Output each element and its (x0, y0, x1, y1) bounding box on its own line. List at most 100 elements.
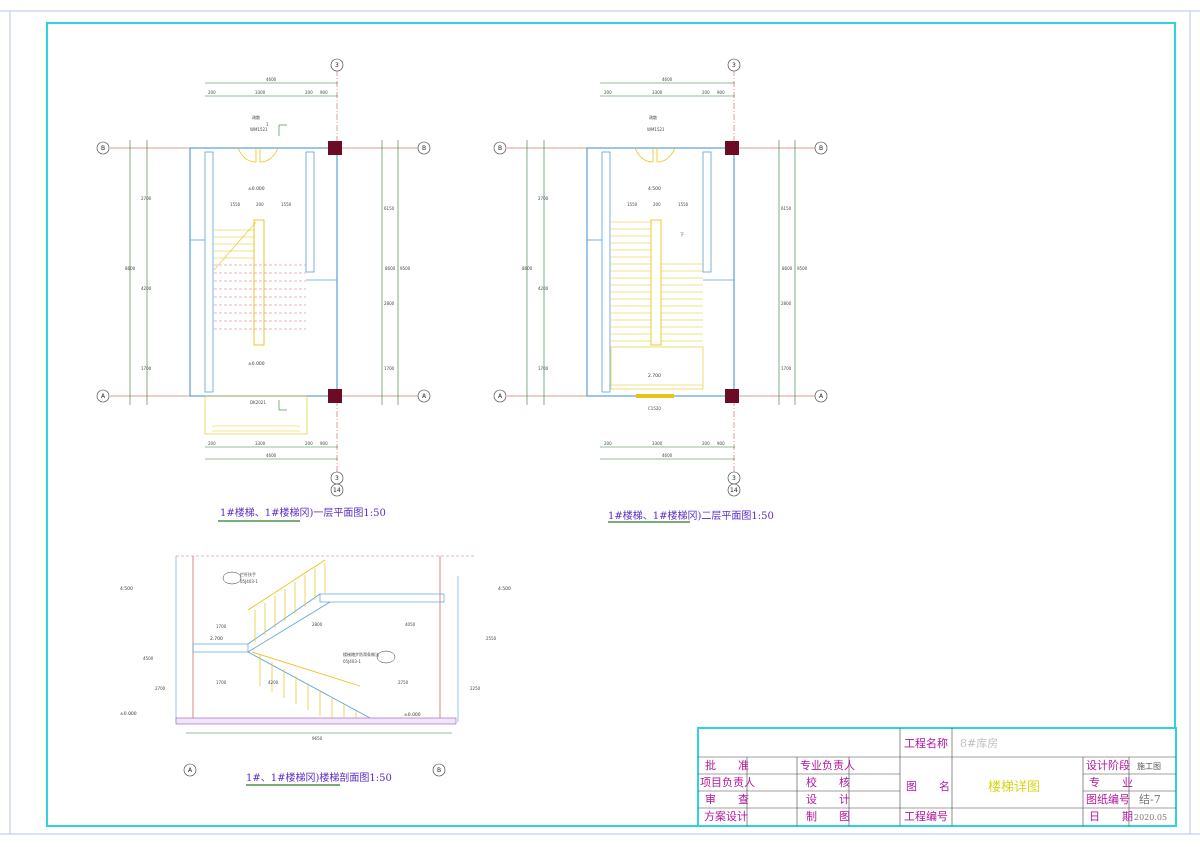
dim-bottom-a: 200 (208, 441, 216, 446)
dim-right-c: 1700 (384, 366, 395, 371)
drawing-no-value: 结-7 (1139, 793, 1161, 806)
review-label: 审 查 (705, 792, 749, 806)
grid-bubble-A-left: A (498, 393, 503, 400)
dim-top-total: 4600 (266, 77, 277, 82)
dim-top-d: 900 (320, 90, 328, 95)
plan-caption: 1#楼梯、1#楼梯冈)一层平面图1:50 (220, 506, 386, 519)
dim-top-d: 900 (717, 90, 725, 95)
plan-caption: 1#楼梯、1#楼梯冈)二层平面图1:50 (608, 509, 774, 522)
dim-right-a: 6150 (384, 206, 395, 211)
level-bottom: ±0.000 (248, 361, 265, 367)
section-note-railing-ref: 05J403-1 (240, 579, 258, 584)
project-leader-label: 项目负责人 (700, 775, 755, 789)
stair-width-b: 200 (256, 202, 264, 207)
section-dim-c: 4050 (405, 622, 416, 627)
dim-right-d: 8600 (782, 266, 793, 271)
dim-left-c: 1700 (141, 366, 152, 371)
dim-left-total: 8600 (125, 266, 136, 271)
dim-bottom-c: 200 (702, 441, 710, 446)
section-dim-f: 2750 (398, 680, 409, 685)
section-dim-h2: 4500 (143, 656, 154, 661)
level-top: 4.500 (648, 186, 661, 192)
door-code: WM1521 (250, 127, 268, 132)
dim-left-a: 2700 (538, 196, 549, 201)
down-arrow-label: 下 (680, 232, 684, 237)
dim-left-b: 4200 (141, 286, 152, 291)
check-label: 校 核 (806, 775, 850, 789)
dim-bottom-a: 200 (604, 441, 612, 446)
dim-bottom-d: 900 (320, 441, 328, 446)
dim-top-c: 200 (305, 90, 313, 95)
door-label: 疏散 (252, 114, 260, 120)
drawing-no-label: 图纸编号 (1086, 792, 1130, 806)
discipline-label: 专 业 (1089, 775, 1133, 789)
dim-left-total: 8600 (522, 266, 533, 271)
dim-left-c: 1700 (538, 366, 549, 371)
section-note-railing: 栏杆扶手 (240, 571, 256, 577)
stair-width-b: 200 (653, 202, 661, 207)
section-level-e: ±0.000 (404, 712, 421, 718)
section-dim-h4: 2250 (470, 686, 481, 691)
section-dim-b: 2800 (312, 622, 323, 627)
stair-section: 4.500 4.500 2.700 ±0.000 ±0.000 1700 280… (120, 555, 511, 786)
stage-label: 设计阶段 (1086, 758, 1130, 772)
section-level-d: ±0.000 (120, 711, 137, 717)
date-label: 日 期 (1089, 810, 1133, 823)
section-dim-h3: 2550 (486, 636, 497, 641)
dim-right-d: 8600 (385, 266, 396, 271)
dim-bottom-b: 3300 (255, 441, 266, 446)
grid-bubble-B-left: B (101, 145, 105, 152)
section-level-b: 4.500 (498, 586, 511, 592)
plan-second-floor: 4600 200 3300 200 900 3 3 14 B B A A 860… (493, 58, 828, 523)
inner-frame (46, 22, 1176, 827)
grid-bubble-14: 14 (333, 487, 341, 494)
dim-top-a: 200 (604, 90, 612, 95)
section-grid-B: B (437, 767, 441, 774)
section-dim-e: 4200 (268, 680, 279, 685)
dim-top-c: 200 (702, 90, 710, 95)
project-no-label: 工程编号 (904, 809, 948, 823)
grid-bubble-A-right: A (422, 393, 427, 400)
dim-right-e: 9500 (400, 266, 411, 271)
section-level-a: 4.500 (120, 586, 133, 592)
grid-bubble-3: 3 (335, 62, 339, 69)
project-name-label: 工程名称 (904, 736, 948, 750)
section-dim-total: 9650 (312, 736, 323, 741)
dim-top-a: 200 (208, 90, 216, 95)
grid-bubble-B-right: B (422, 145, 426, 152)
door-label: 疏散 (649, 114, 657, 120)
grid-bubble-B-right: B (819, 145, 823, 152)
section-mark-top: 1 (266, 122, 269, 127)
section-note-nosing: 楼梯踏步防滑条做法 (343, 651, 379, 657)
section-grid-A: A (188, 767, 193, 774)
dim-right-b: 2800 (384, 301, 395, 306)
section-dim-d: 1700 (216, 680, 227, 685)
grid-bubble-A-left: A (101, 393, 106, 400)
section-level-c: 2.700 (210, 636, 223, 642)
dim-bottom-c: 200 (305, 441, 313, 446)
drawing-name-value: 楼梯详图 (988, 780, 1040, 795)
dim-right-e: 9500 (797, 266, 808, 271)
drawing-name-label: 图 名 (906, 779, 950, 793)
stair-width-a: 1550 (230, 202, 241, 207)
dim-bottom-total: 4600 (266, 453, 277, 458)
dim-right-b: 2800 (781, 301, 792, 306)
stair-width-c: 1550 (678, 202, 689, 207)
draw-label: 制 图 (806, 810, 850, 823)
section-note-nosing-ref: 05J403-1 (343, 659, 361, 664)
approve-label: 批 准 (705, 758, 749, 772)
dim-top-total: 4600 (662, 77, 673, 82)
bottom-door-code: C1520 (648, 406, 661, 411)
dim-bottom-total: 4600 (662, 453, 673, 458)
dim-left-b: 4200 (538, 286, 549, 291)
level-top: ±0.000 (248, 186, 265, 192)
dim-bottom-d: 900 (717, 441, 725, 446)
section-dim-h1: 2700 (155, 686, 166, 691)
project-name-value: 8#库房 (960, 737, 998, 750)
title-block: 工程名称 8#库房 批 准 项目负责人 审 查 方案设计 专业负责人 校 核 设… (697, 727, 1177, 827)
grid-bubble-3-bottom: 3 (335, 475, 339, 482)
bottom-door-code: DK2021 (250, 400, 266, 405)
date-value: 2020.05 (1134, 813, 1167, 822)
dim-right-c: 1700 (781, 366, 792, 371)
